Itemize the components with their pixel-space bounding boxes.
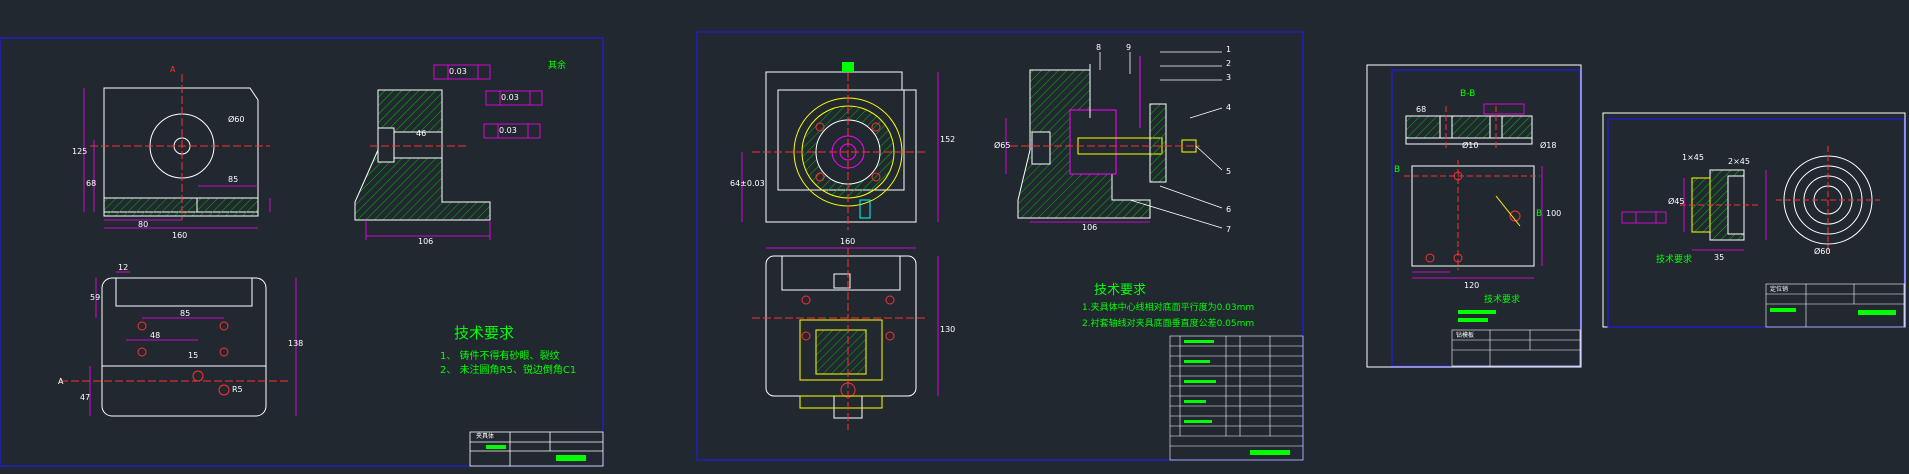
sheet4-pin-side-view xyxy=(1680,169,1760,241)
sheet2-part-5: 5 xyxy=(1226,167,1232,176)
sheet1-dim-68: 68 xyxy=(86,179,97,188)
sheet1-dim-85: 85 xyxy=(228,175,239,184)
sheet2-dim-106: 106 xyxy=(1082,223,1098,232)
sheet1-dim-85b: 85 xyxy=(180,309,191,318)
sheet1-titleblock-name: 夹具体 xyxy=(476,433,495,440)
sheet2-section-dims xyxy=(1005,118,1150,223)
sheet-1-border xyxy=(0,37,604,467)
sheet1-tol-2: 0.03 xyxy=(501,93,519,102)
sheet1-front-dims xyxy=(83,88,271,229)
sheet4-pin-front-view xyxy=(1776,146,1880,254)
sheet4-titleblock xyxy=(1765,283,1905,328)
sheet2-req-line-2: 2.衬套轴线对夹具底面垂直度公差0.05mm xyxy=(1082,319,1255,329)
sheet3-dim-100: 100 xyxy=(1546,209,1562,218)
sheet2-part-3: 3 xyxy=(1226,73,1232,82)
sheet2-section-view xyxy=(1010,56,1200,219)
sheet1-dim-12: 12 xyxy=(118,263,129,272)
sheet4-dim-35: 35 xyxy=(1714,253,1725,262)
sheet2-req-title: 技术要求 xyxy=(1094,283,1147,298)
sheet1-dim-125: 125 xyxy=(72,147,88,156)
sheet4-dim-60: Ø60 xyxy=(1814,247,1831,256)
sheet3-dim-68: 68 xyxy=(1416,105,1427,114)
sheet2-front-dims xyxy=(741,72,939,222)
sheet1-front-view xyxy=(90,74,270,220)
sheet1-dim-15: 15 xyxy=(188,351,199,360)
sheet1-dim-47: 47 xyxy=(80,393,91,402)
sheet-4-outer-border xyxy=(1602,112,1906,328)
sheet2-part-6: 6 xyxy=(1226,205,1232,214)
sheet1-dim-r5: R5 xyxy=(232,385,243,394)
sheet1-tol-1: 0.03 xyxy=(449,67,467,76)
sheet2-dim-65: Ø65 xyxy=(994,141,1011,150)
sheet1-side-view xyxy=(354,89,491,221)
sheet1-tol-3: 0.03 xyxy=(499,126,517,135)
sheet3-titleblock xyxy=(1451,310,1581,367)
sheet1-dim-46: 46 xyxy=(416,129,427,138)
sheet4-dim-45: Ø45 xyxy=(1668,197,1685,206)
sheet1-roughness-note: 其余 xyxy=(548,61,567,71)
sheet1-dim-138: 138 xyxy=(288,339,304,348)
sheet-3-outer-border xyxy=(1366,64,1582,368)
sheet3-plan-view xyxy=(1404,160,1540,270)
sheet2-leaders xyxy=(1099,51,1223,229)
sheet2-dim-152: 152 xyxy=(940,135,956,144)
sheet3-dims xyxy=(1412,166,1543,279)
sheet4-dim-1x45: 1×45 xyxy=(1682,153,1704,162)
sheet1-dim-48: 48 xyxy=(150,331,161,340)
sheet3-section-label: B-B xyxy=(1460,89,1476,99)
sheet2-req-line-1: 1.夹具体中心线相对底面平行度为0.03mm xyxy=(1082,303,1255,313)
sheet2-front-view xyxy=(752,62,928,230)
sheet1-section-mark-a-2: A xyxy=(58,377,64,386)
sheet2-dim-160: 160 xyxy=(840,237,856,246)
sheet2-part-9: 9 xyxy=(1126,43,1132,52)
sheet2-top-view xyxy=(752,248,928,430)
sheet-4 xyxy=(1602,112,1906,328)
sheet1-section-mark-a: A xyxy=(170,65,176,74)
sheet-3 xyxy=(1366,64,1582,368)
sheet2-dim-64: 64±0.03 xyxy=(730,179,765,188)
sheet1-tolerance-frames xyxy=(365,64,543,240)
sheet-2-border xyxy=(696,31,1304,461)
sheet3-section-mark-b: B xyxy=(1394,165,1401,175)
sheet2-parts-list xyxy=(1169,335,1304,461)
sheet4-dims xyxy=(1621,170,1767,251)
sheet4-req-title: 技术要求 xyxy=(1656,255,1693,265)
sheet3-dim-10: Ø10 xyxy=(1462,141,1479,150)
sheet2-part-2: 2 xyxy=(1226,59,1232,68)
sheet1-dim-106: 106 xyxy=(418,237,434,246)
sheet2-top-dims xyxy=(766,247,939,396)
sheet2-part-8: 8 xyxy=(1096,43,1102,52)
sheet3-req-title: 技术要求 xyxy=(1484,295,1521,305)
sheet-4-border xyxy=(1607,118,1905,328)
sheet3-section-view xyxy=(1405,103,1533,150)
sheet3-dim-18: Ø18 xyxy=(1540,141,1557,150)
sheet2-part-1: 1 xyxy=(1226,45,1232,54)
sheet1-dim-d60: Ø60 xyxy=(228,115,245,124)
sheet1-top-dims xyxy=(89,271,297,416)
sheet2-dim-130: 130 xyxy=(940,325,956,334)
sheet1-req-line-2: 2、 未注圆角R5、锐边倒角C1 xyxy=(440,365,577,376)
sheet3-dim-120: 120 xyxy=(1464,281,1480,290)
sheet1-dim-80: 80 xyxy=(138,220,149,229)
sheet1-top-view xyxy=(60,277,290,417)
sheet1-dim-59: 59 xyxy=(90,293,101,302)
sheet4-dim-chamfer: 2×45 xyxy=(1728,157,1750,166)
sheet1-req-title: 技术要求 xyxy=(454,324,515,342)
sheet1-dim-160: 160 xyxy=(172,231,188,240)
sheet4-titleblock-name: 定位销 xyxy=(1770,286,1789,293)
sheet1-titleblock xyxy=(469,431,604,467)
sheet3-titleblock-name: 钻模板 xyxy=(1456,332,1475,339)
sheet1-req-line-1: 1、 铸件不得有砂眼、裂纹 xyxy=(440,351,560,362)
sheet2-part-7: 7 xyxy=(1226,225,1232,234)
sheet2-part-4: 4 xyxy=(1226,103,1232,112)
sheet-2 xyxy=(696,31,1304,461)
sheet-1 xyxy=(0,37,604,467)
sheet3-section-mark-b-2: B xyxy=(1536,209,1543,219)
